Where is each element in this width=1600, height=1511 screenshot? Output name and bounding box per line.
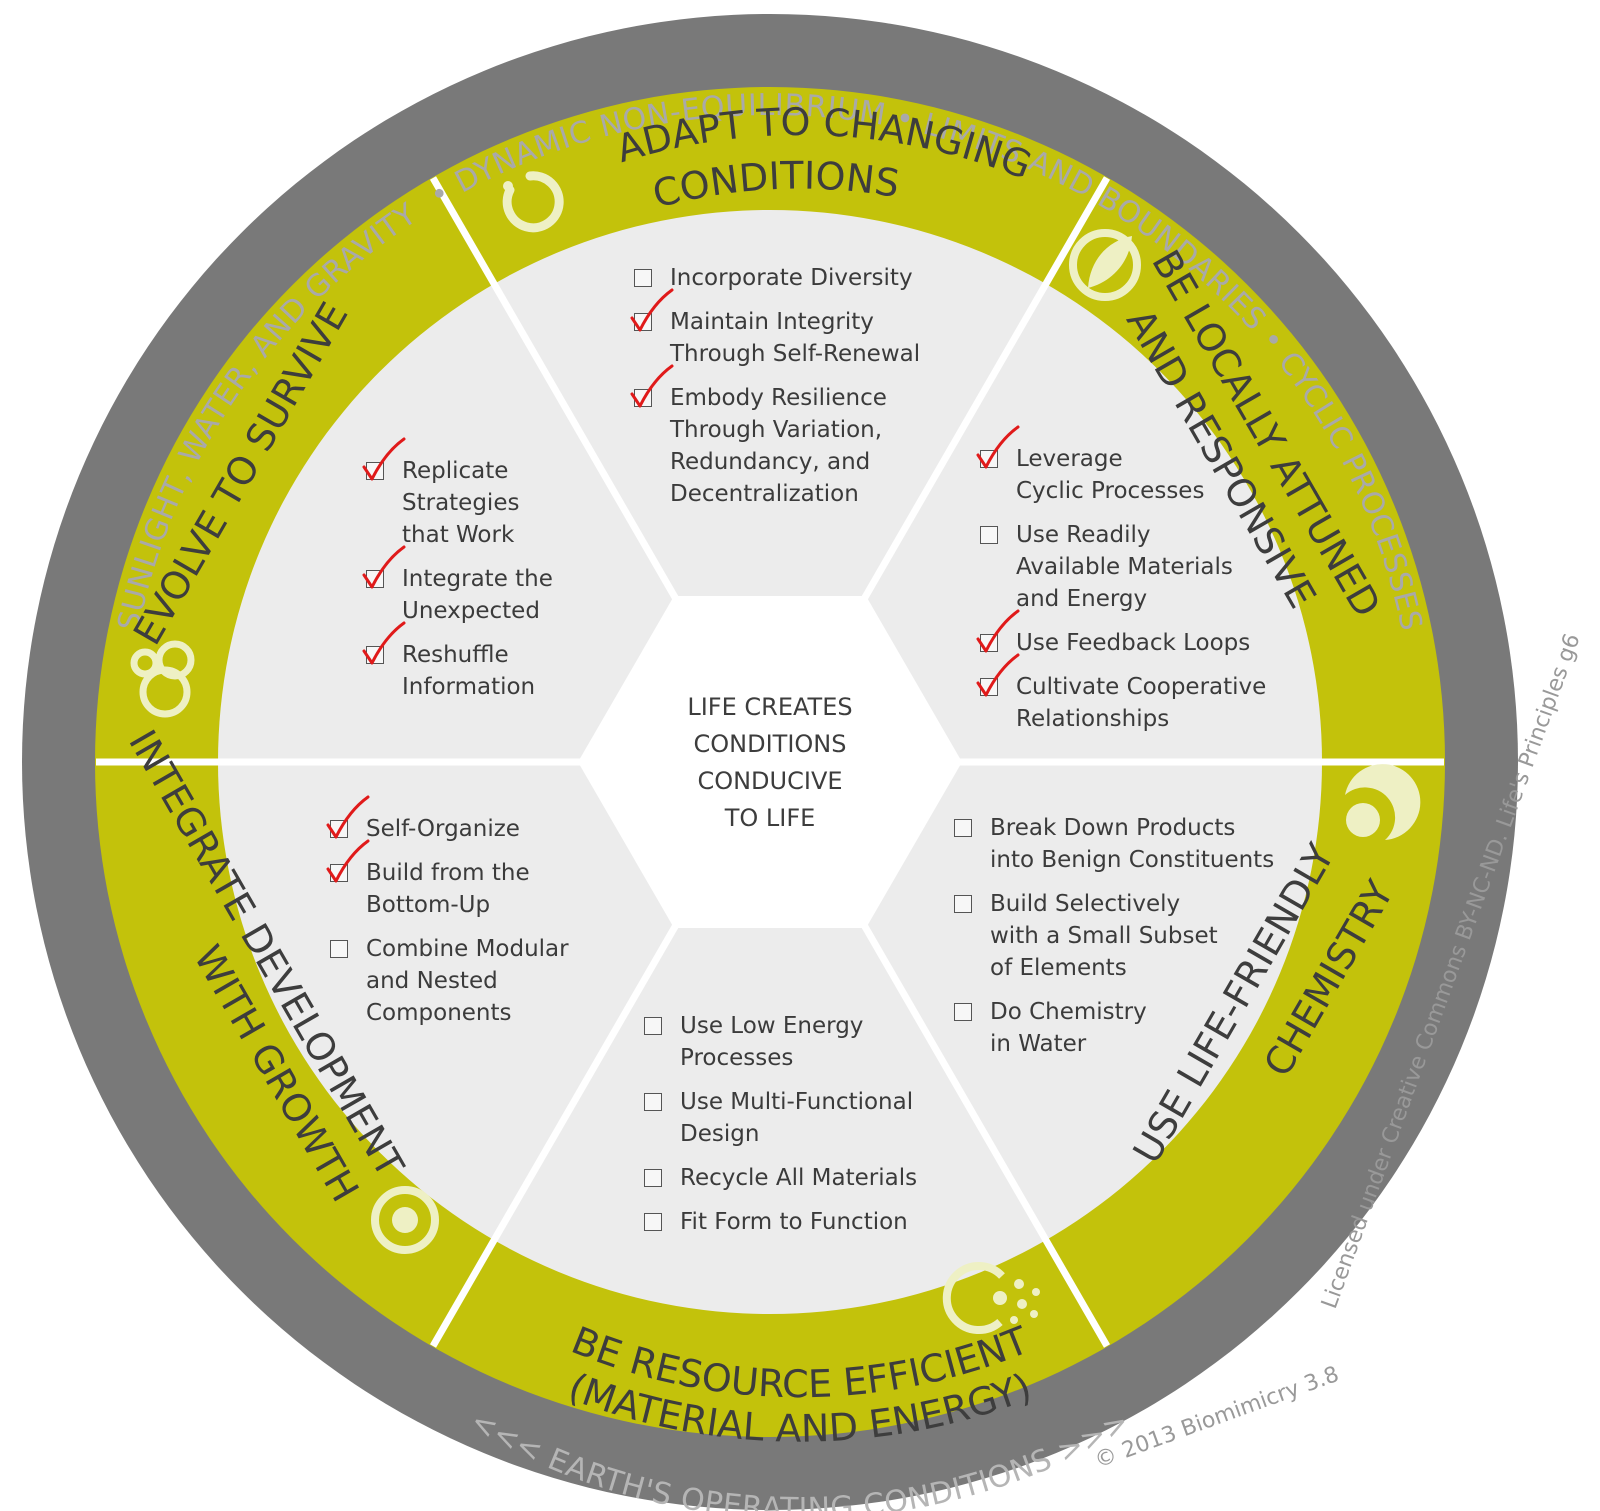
checklist-item-label: Recycle All Materials xyxy=(680,1165,918,1191)
check-mark-icon xyxy=(326,795,370,839)
bubbles-icon xyxy=(130,640,195,718)
checklist-item[interactable]: Break Down Products into Benign Constitu… xyxy=(954,812,1274,876)
checklist-item[interactable]: Recycle All Materials xyxy=(644,1162,917,1194)
checklist-item[interactable]: Use Feedback Loops xyxy=(976,609,1266,659)
cycle-arrow-icon xyxy=(502,171,564,233)
checklist-item[interactable]: Maintain Integrity Through Self-Renewal xyxy=(630,288,921,370)
check-mark-icon xyxy=(362,437,406,481)
checklist-item[interactable]: Do Chemistry in Water xyxy=(954,996,1274,1060)
check-mark-icon xyxy=(630,364,674,408)
checklist-item[interactable]: Combine Modular and Nested Components xyxy=(330,933,569,1029)
target-circle-icon xyxy=(371,1186,439,1254)
checklist-item-label: Fit Form to Function xyxy=(680,1209,908,1235)
checklist-item-label: Cultivate Cooperative Relationships xyxy=(1016,674,1267,732)
checklist-item-label: Build from the Bottom-Up xyxy=(366,860,530,918)
checkbox[interactable] xyxy=(644,1017,662,1035)
center-label-line-1: LIFE CREATES xyxy=(687,693,852,721)
checklist-item-label: Incorporate Diversity xyxy=(670,265,913,291)
checkbox[interactable] xyxy=(644,1093,662,1111)
check-mark-icon xyxy=(362,545,406,589)
checklist-item-label: Combine Modular and Nested Components xyxy=(366,936,569,1026)
checkbox[interactable] xyxy=(644,1213,662,1231)
checklist-item-label: Break Down Products into Benign Constitu… xyxy=(990,815,1275,873)
checklist-item[interactable]: Cultivate Cooperative Relationships xyxy=(976,653,1267,735)
molecule-drop-icon xyxy=(1345,764,1421,840)
checklist-item[interactable]: Replicate Strategies that Work xyxy=(362,437,553,551)
checklist-item-label: Use Feedback Loops xyxy=(1016,630,1251,656)
checklist-item-label: Replicate Strategies that Work xyxy=(402,458,520,548)
checkbox[interactable] xyxy=(644,1169,662,1187)
checklist-chemistry: Break Down Products into Benign Constitu… xyxy=(954,812,1274,1072)
leaf-icon xyxy=(1069,229,1141,301)
checklist-item[interactable]: Build from the Bottom-Up xyxy=(326,839,569,921)
center-label: LIFE CREATES CONDITIONS CONDUCIVE TO LIF… xyxy=(687,693,852,832)
check-mark-icon xyxy=(976,653,1020,697)
checklist-item[interactable]: Use Readily Available Materials and Ener… xyxy=(980,519,1266,615)
check-mark-icon xyxy=(976,609,1020,653)
checklist-item[interactable]: Reshuffle Information xyxy=(362,621,553,703)
checklist-item[interactable]: Embody Resilience Through Variation, Red… xyxy=(630,364,920,510)
checklist-item-label: Self-Organize xyxy=(366,816,520,842)
checklist-item[interactable]: Integrate the Unexpected xyxy=(362,545,553,627)
checkbox[interactable] xyxy=(954,819,972,837)
checklist-item-label: Maintain Integrity Through Self-Renewal xyxy=(670,309,921,367)
dots-cluster-icon xyxy=(942,1262,1040,1335)
check-mark-icon xyxy=(362,621,406,665)
checklist-item[interactable]: Leverage Cyclic Processes xyxy=(976,425,1266,507)
center-hexagon xyxy=(578,596,962,928)
checklist-item-label: Leverage Cyclic Processes xyxy=(1016,446,1205,504)
checklist-item-label: Integrate the Unexpected xyxy=(402,566,553,624)
check-mark-icon xyxy=(326,839,370,883)
checklist-item-label: Use Readily Available Materials and Ener… xyxy=(1016,522,1233,612)
checklist-item-label: Build Selectively with a Small Subset of… xyxy=(990,891,1218,981)
checklist-item-label: Use Low Energy Processes xyxy=(680,1013,864,1071)
checklist-item-label: Use Multi-Functional Design xyxy=(680,1089,914,1147)
check-mark-icon xyxy=(630,288,674,332)
checklist-item-label: Embody Resilience Through Variation, Red… xyxy=(670,385,887,507)
checkbox[interactable] xyxy=(634,269,652,287)
checklist-item[interactable]: Incorporate Diversity xyxy=(634,262,920,294)
checklist-item[interactable]: Use Multi-Functional Design xyxy=(644,1086,917,1150)
checklist-item[interactable]: Build Selectively with a Small Subset of… xyxy=(954,888,1274,984)
checkbox[interactable] xyxy=(980,526,998,544)
center-label-line-3: CONDUCIVE xyxy=(697,767,842,795)
checkbox[interactable] xyxy=(330,940,348,958)
checklist-item-label: Do Chemistry in Water xyxy=(990,999,1147,1057)
center-label-line-2: CONDITIONS xyxy=(694,730,847,758)
checkbox[interactable] xyxy=(954,895,972,913)
check-mark-icon xyxy=(976,425,1020,469)
checklist-item[interactable]: Use Low Energy Processes xyxy=(644,1010,917,1074)
center-label-line-4: TO LIFE xyxy=(724,804,816,832)
checklist-item[interactable]: Fit Form to Function xyxy=(644,1206,917,1238)
checklist-item[interactable]: Self-Organize xyxy=(326,795,569,845)
checklist-item-label: Reshuffle Information xyxy=(402,642,536,700)
checkbox[interactable] xyxy=(954,1003,972,1021)
